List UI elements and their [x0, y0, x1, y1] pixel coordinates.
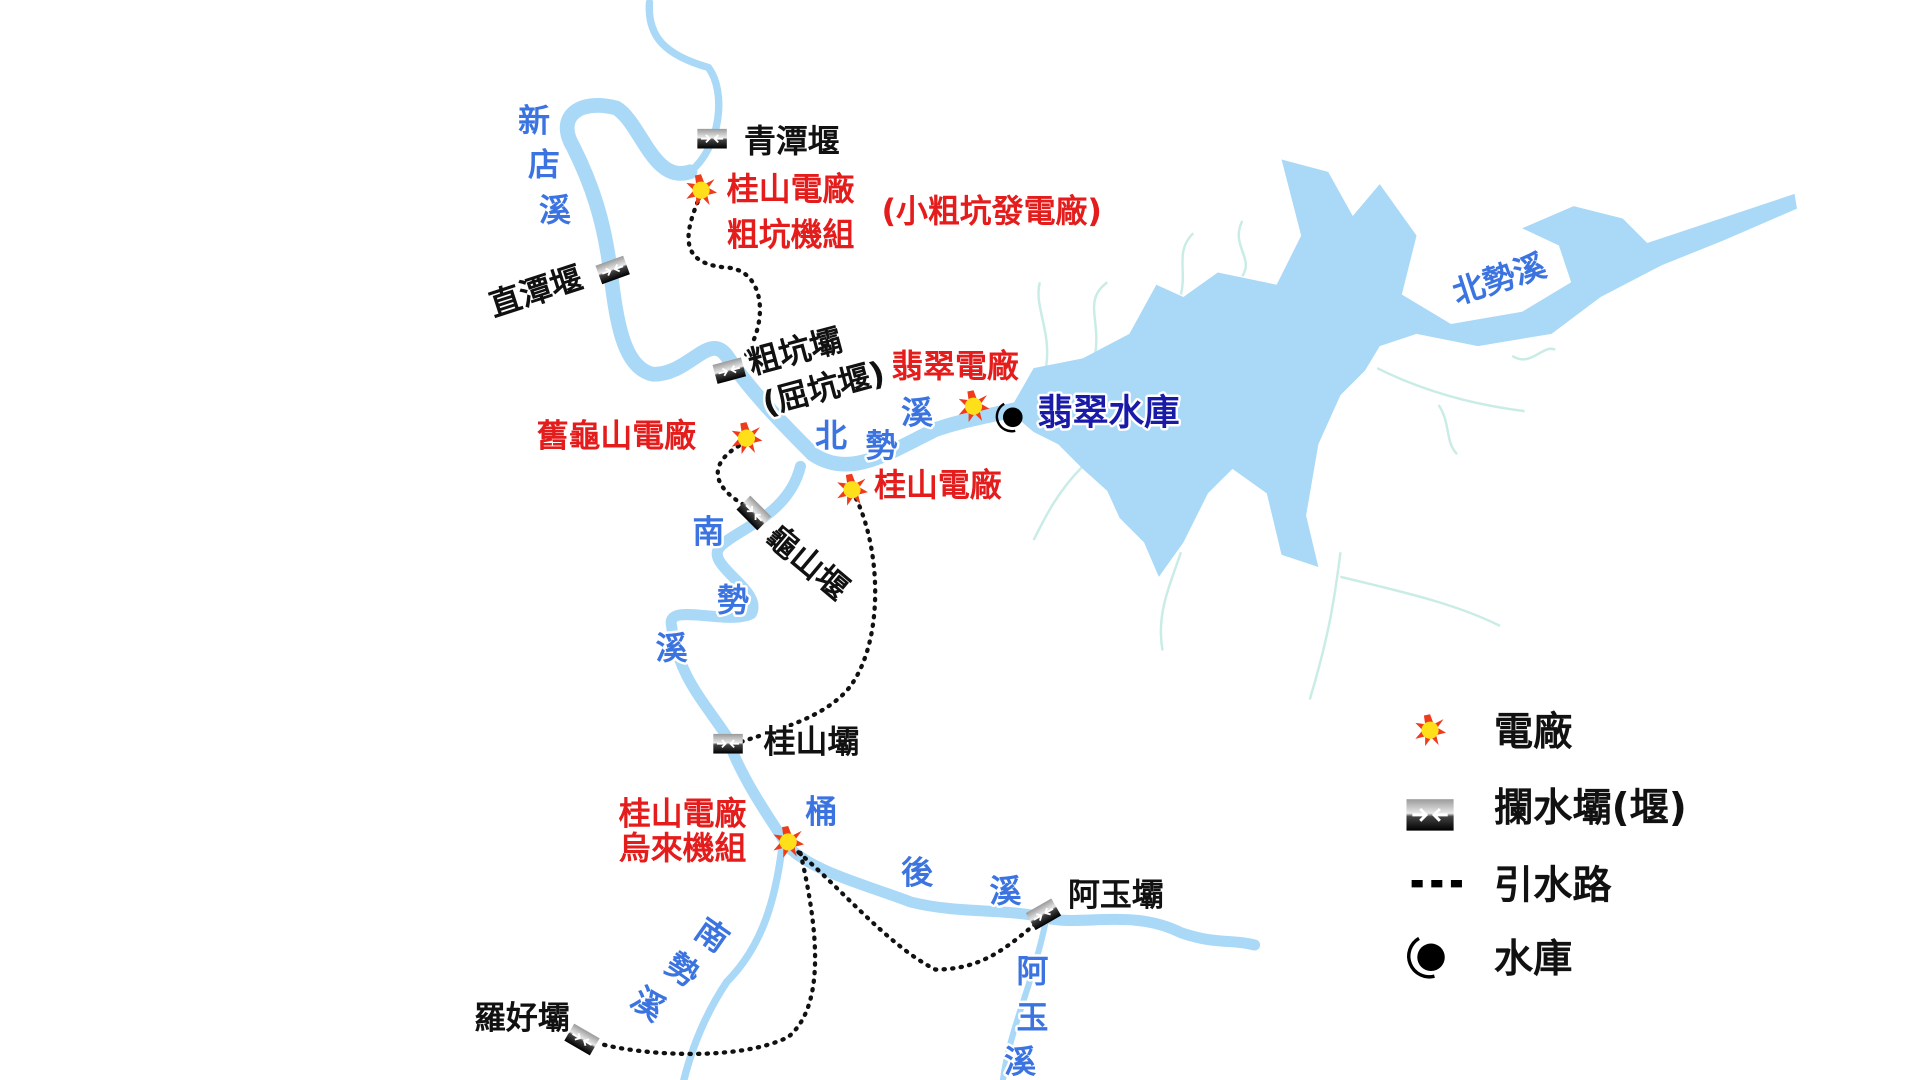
river-label: 勢: [658, 945, 706, 994]
reservoir-icon: [1407, 936, 1447, 979]
dam-icon: [712, 732, 744, 755]
power-plant-icon: [1415, 714, 1446, 747]
plant-label: 烏來機組: [619, 829, 747, 867]
plant-label: 桂山電廠: [619, 795, 747, 833]
dam-label: 羅好壩: [474, 998, 570, 1036]
dam-label: 龜山堰: [758, 517, 856, 608]
plant-label: 桂山電廠: [874, 466, 1002, 504]
river-label: 勢: [717, 581, 749, 619]
power-plant-icon: [731, 422, 763, 455]
dam-icon: [594, 254, 631, 286]
river-label: 北勢溪: [1448, 246, 1551, 312]
dam-icon: [1405, 797, 1456, 833]
river-label: 溪: [539, 191, 571, 229]
legend-label: 引水路: [1494, 863, 1613, 908]
river-label: 北: [815, 417, 847, 455]
river-label: 新: [518, 101, 550, 139]
rivers: [559, 0, 1261, 1080]
power-plant-icon: [837, 473, 868, 506]
plant-label: 桂山電廠: [727, 170, 855, 208]
legend-label: 攔水壩(堰): [1494, 786, 1687, 831]
dam-label: 直潭堰: [484, 259, 587, 325]
river-label: 南: [688, 911, 736, 960]
plant-label: (小粗坑發電廠): [881, 192, 1102, 230]
river-label: 桶: [805, 792, 837, 830]
dam-icon: [696, 127, 728, 150]
river-label: 溪: [989, 872, 1021, 910]
plant-label: 翡翠電廠: [891, 347, 1019, 385]
river-label: 店: [528, 146, 560, 184]
dam-label: 桂山壩: [764, 722, 860, 760]
dam-icon: [1024, 897, 1063, 932]
canals: [595, 191, 1042, 1057]
river-label: 溪: [901, 393, 933, 431]
river-label: 溪: [624, 979, 672, 1028]
legend-label: 電廠: [1494, 709, 1573, 755]
river-label: 後: [901, 854, 934, 892]
river-label: 南: [692, 512, 724, 550]
river-label: 溪: [656, 629, 688, 667]
river-label: 溪: [1004, 1043, 1036, 1080]
legend: 電廠 攔水壩(堰) 引水路 水庫: [1405, 706, 1690, 985]
river-label: 玉: [1016, 998, 1048, 1036]
feicui-reservoir-water: [1009, 159, 1797, 577]
plant-label: 舊龜山電廠: [537, 417, 697, 455]
tributaries: [1032, 220, 1556, 700]
dam-label: 青潭堰: [744, 122, 840, 160]
river-label: 阿: [1016, 952, 1048, 990]
legend-label: 水庫: [1494, 937, 1573, 982]
dam-labels: 青潭堰 直潭堰 粗坑壩 (屈坑堰) 龜山堰 桂山壩 阿玉壩 羅好壩: [472, 120, 1167, 1039]
plant-labels: 桂山電廠 粗坑機組 (小粗坑發電廠) 翡翠電廠 舊龜山電廠 桂山電廠 桂山電廠 …: [534, 168, 1104, 870]
plant-label: 粗坑機組: [727, 215, 855, 253]
river-label: 勢: [866, 427, 898, 465]
dam-label: 阿玉壩: [1068, 876, 1164, 914]
reservoir-label: 翡翠水庫: [1037, 393, 1179, 434]
